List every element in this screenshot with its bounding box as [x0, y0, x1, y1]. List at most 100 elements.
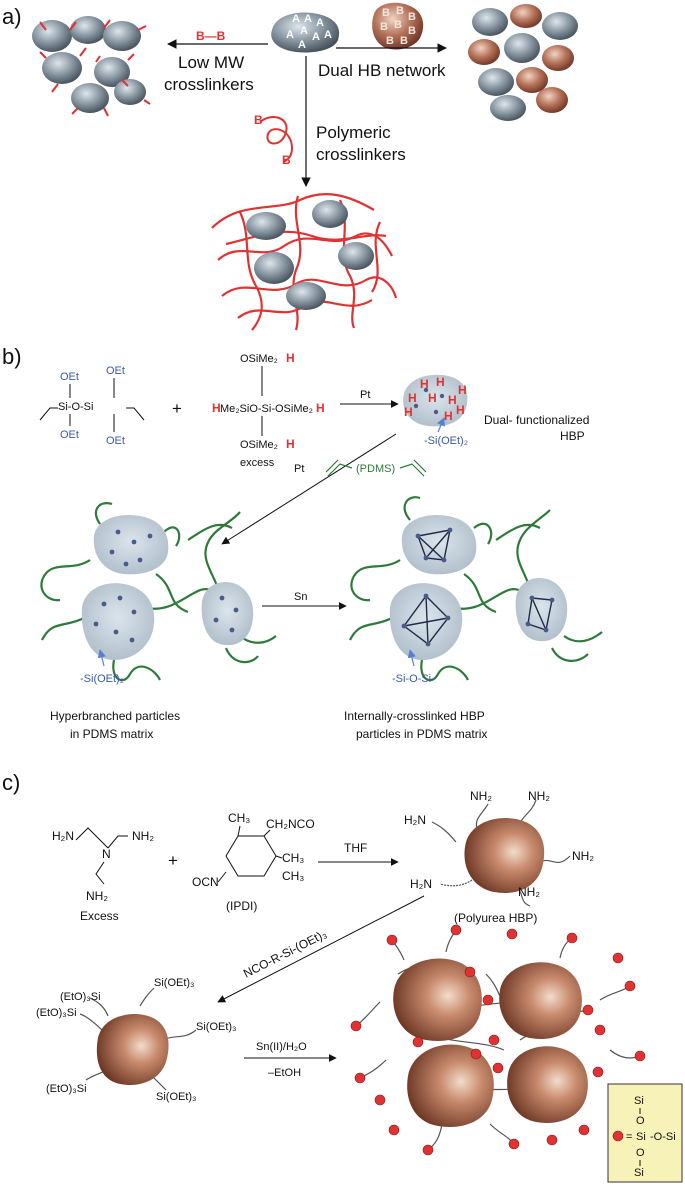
thf-label: THF: [344, 841, 367, 855]
panel-a: a) A A A A: [2, 2, 578, 331]
svg-text:B: B: [380, 21, 388, 33]
svg-text:Si(OEt)₃: Si(OEt)₃: [156, 1091, 197, 1103]
svg-text:Excess: Excess: [80, 909, 119, 923]
svg-text:H: H: [444, 409, 453, 423]
center-particle-a: A A A A A A A A: [271, 12, 340, 53]
svg-text:B: B: [394, 19, 402, 31]
svg-text:NH₂: NH₂: [86, 889, 108, 903]
svg-text:CH₃: CH₃: [282, 869, 304, 883]
svg-text:(EtO)₃Si: (EtO)₃Si: [60, 991, 101, 1003]
sn-h2o-label: Sn(II)/H₂O: [256, 1041, 307, 1053]
svg-text:Si: Si: [636, 1131, 646, 1143]
low-mw-crosslinker-glyph: B—B: [196, 29, 226, 43]
polyurea-network: [350, 924, 646, 1156]
hbp-in-pdms: [40, 502, 277, 682]
svg-text:H: H: [448, 393, 457, 407]
catalyst-sn: Sn: [294, 591, 307, 603]
si-oet-label-2: -Si(OEt)₂: [80, 673, 124, 685]
svg-text:B: B: [408, 25, 416, 37]
svg-text:OEt: OEt: [106, 365, 125, 377]
caption-right-1: Internally-crosslinked HBP: [344, 709, 485, 723]
svg-text:NH₂: NH₂: [518, 885, 540, 899]
svg-text:B: B: [408, 11, 416, 23]
svg-text:H: H: [436, 375, 445, 389]
polymeric-crosslinker-icon: B B: [254, 113, 294, 167]
svg-text:Si(OEt)₃: Si(OEt)₃: [196, 1021, 237, 1033]
svg-text:Si(OEt)₃: Si(OEt)₃: [154, 977, 195, 989]
b-particle: B B B B B B B B: [372, 2, 424, 50]
svg-text:H: H: [420, 377, 429, 391]
reagent-tren: H₂N NH₂ N NH₂ Excess: [52, 827, 154, 923]
svg-text:H₂N: H₂N: [404, 813, 426, 827]
svg-text:H: H: [404, 405, 413, 419]
dual-functional-hbp: H H H H H H H H H: [403, 374, 468, 433]
svg-text:Si: Si: [634, 1095, 644, 1107]
svg-text:B: B: [282, 153, 291, 167]
polymeric-network: [211, 193, 398, 331]
catalyst-pt-2: Pt: [294, 463, 304, 475]
svg-text:OEt: OEt: [60, 429, 79, 441]
caption-left-1: Hyperbranched particles: [50, 709, 180, 723]
svg-text:OCN: OCN: [192, 875, 219, 889]
svg-text:B: B: [382, 7, 390, 19]
polyurea-hbp: NH₂ NH₂ H₂N NH₂ H₂N NH₂: [404, 789, 594, 907]
svg-text:NH₂: NH₂: [572, 849, 594, 863]
svg-text:A: A: [316, 17, 324, 29]
panel-b: b) OEt OEt Si-O-Si OEt OEt + OSiMe₂ H H …: [2, 344, 603, 741]
arrow-pt-2: [221, 433, 397, 545]
svg-text:=: =: [626, 1131, 632, 1143]
svg-text:OEt: OEt: [60, 371, 79, 383]
svg-text:H: H: [286, 437, 295, 451]
svg-text:A: A: [286, 29, 294, 41]
svg-text:B: B: [386, 35, 394, 47]
svg-text:B: B: [400, 35, 408, 47]
polymeric-label-2: crosslinkers: [316, 145, 406, 164]
reagent-tetrakis-silane: OSiMe₂ H H Me₂SiO-Si-OSiMe₂ H OSiMe₂ H e…: [212, 351, 325, 469]
svg-text:H: H: [408, 391, 417, 405]
svg-text:H: H: [316, 401, 325, 415]
dual-label-1: Dual- functionalized: [484, 413, 589, 427]
reagent-ipdi: CH₃ CH₂NCO OCN CH₃ CH₃ (IPDI): [192, 811, 315, 913]
si-o-si-label: -Si-O-Si-: [392, 673, 435, 685]
dual-hb-label: Dual HB network: [318, 61, 446, 80]
low-mw-label-2: crosslinkers: [164, 75, 254, 94]
si-oet-label: -Si(OEt)₂: [424, 435, 468, 447]
panel-a-label: a): [2, 4, 22, 29]
svg-text:A: A: [300, 25, 308, 37]
dual-label-2: HBP: [560, 429, 585, 443]
svg-text:H: H: [428, 391, 437, 405]
reagent-divinyl-siloxane: OEt OEt Si-O-Si OEt OEt: [39, 365, 145, 447]
svg-text:B: B: [396, 5, 404, 17]
svg-text:H₂N: H₂N: [410, 877, 432, 891]
panel-c: c) H₂N NH₂ N NH₂ Excess + CH₃ CH₂NCO OCN…: [2, 770, 683, 1183]
dual-hb-network: [468, 4, 578, 121]
svg-text:O: O: [636, 1147, 645, 1159]
svg-text:(EtO)₃Si: (EtO)₃Si: [46, 1083, 87, 1095]
nco-reagent-label: NCO-R-Si-(OEt)₃: [241, 927, 329, 981]
panel-c-label: c): [2, 770, 20, 795]
svg-text:O: O: [636, 1115, 645, 1127]
svg-text:H: H: [458, 383, 467, 397]
svg-text:OSiMe₂: OSiMe₂: [240, 439, 278, 451]
plus-b: +: [172, 399, 182, 418]
svg-text:H: H: [212, 401, 221, 415]
svg-text:A: A: [304, 13, 312, 25]
low-mw-network: [32, 16, 151, 117]
polymeric-label-1: Polymeric: [316, 123, 391, 142]
svg-text:H: H: [286, 351, 295, 365]
svg-text:A: A: [298, 39, 306, 51]
silane-functional-hbp: (EtO)₃Si (EtO)₃Si Si(OEt)₃ Si(OEt)₃ (EtO…: [36, 977, 237, 1103]
crosslinked-hbp-in-pdms: [349, 496, 603, 682]
svg-text:A: A: [312, 31, 320, 43]
svg-text:excess: excess: [240, 457, 275, 469]
svg-text:B: B: [254, 113, 263, 127]
polyurea-label: (Polyurea HBP): [454, 911, 537, 925]
siloxane-legend: Si O = Si -O-Si O Si: [607, 1083, 683, 1183]
svg-text:CH₂NCO: CH₂NCO: [266, 817, 315, 831]
svg-text:(EtO)₃Si: (EtO)₃Si: [36, 1007, 77, 1019]
caption-right-2: particles in PDMS matrix: [356, 727, 487, 741]
catalyst-pt-1: Pt: [360, 389, 370, 401]
svg-text:OEt: OEt: [106, 435, 125, 447]
pdms-crosslinker: [325, 459, 427, 477]
